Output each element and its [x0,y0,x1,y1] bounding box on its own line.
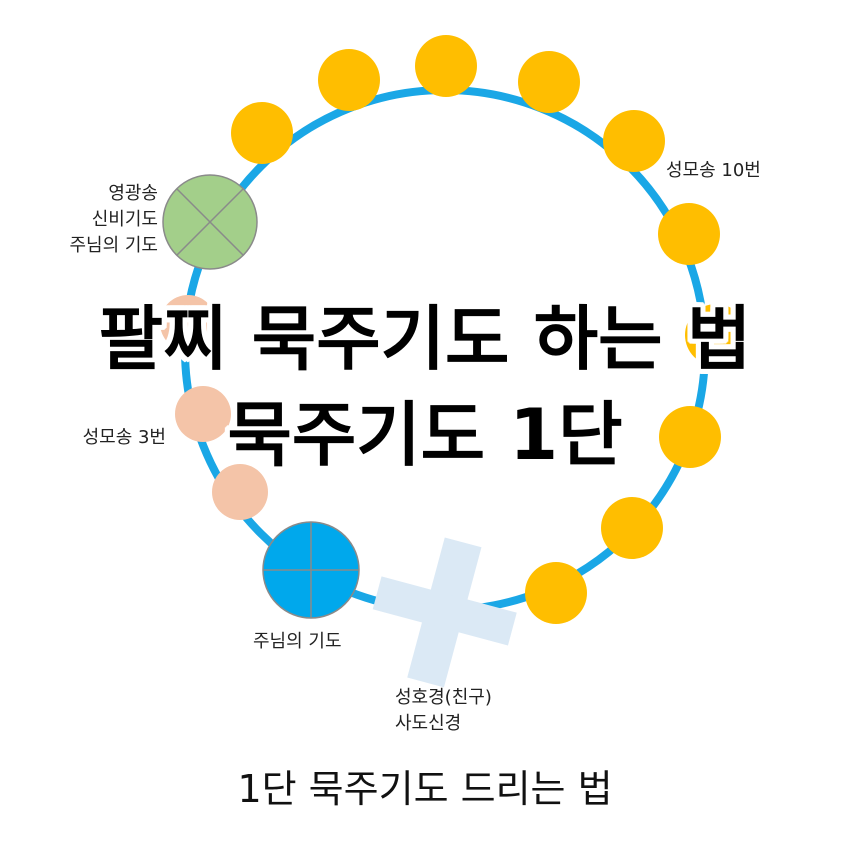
decade-bead [601,497,663,559]
mystery-label: 신비기도 [91,209,158,230]
decade-bead [415,35,477,97]
mystery-bead [162,174,258,270]
decade-bead [685,304,747,366]
lords-prayer-bead [262,521,360,619]
headline-line-1: 팔찌 묵주기도 하는 법 [98,298,752,380]
apostles-creed-label: 사도신경 [395,713,462,734]
sign-of-cross-label: 성호경(친구) [395,687,492,708]
decade-bead [603,110,665,172]
glory-group-label: 영광송 신비기도 주님의 기도 [36,181,158,259]
decade-bead [659,406,721,468]
decade-bead [525,562,587,624]
decade-bead [658,203,720,265]
lords-prayer-label: 주님의 기도 [69,235,158,256]
cross-group-label: 성호경(친구) 사도신경 [395,685,492,737]
decade-bead [231,102,293,164]
intro-bead [160,295,216,351]
hail-mary-ten-label: 성모송 10번 [666,160,761,181]
x-mark [176,188,244,256]
cross-icon [372,537,517,688]
caption-title: 1단 묵주기도 드리는 법 [237,767,613,811]
decade-bead [518,51,580,113]
decade-beads [231,35,747,624]
lords-prayer-bottom-label: 주님의 기도 [253,631,342,652]
hail-mary-three-label: 성모송 3번 [82,427,166,448]
decade-bead [318,49,380,111]
intro-bead [212,464,268,520]
glory-label: 영광송 [108,183,158,204]
headline-line-2: 묵주기도 1단 [227,394,623,476]
intro-bead [175,386,231,442]
